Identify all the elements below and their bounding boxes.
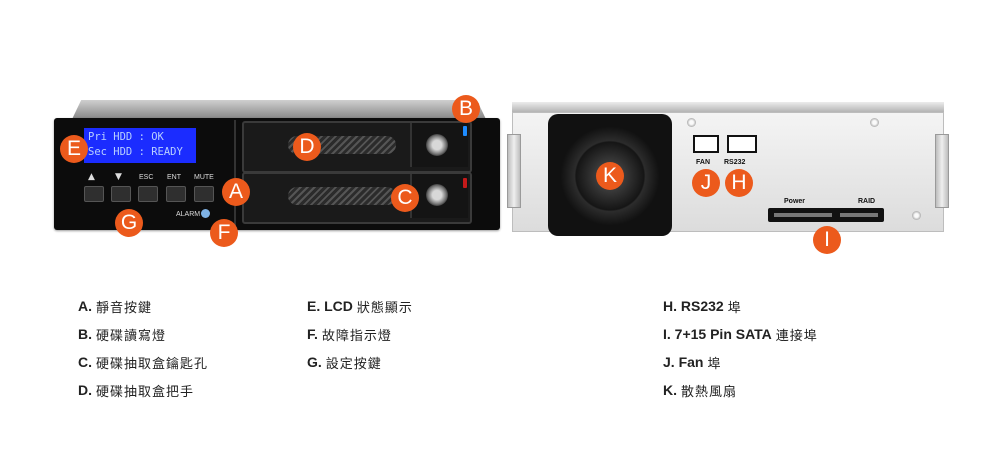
lcd-line-1: Pri HDD : OK [88, 131, 164, 143]
legend-key: H. RS232 [663, 298, 724, 314]
legend-text: 散熱風扇 [681, 384, 738, 400]
legend-column-3: H. RS232 埠 I. 7+15 Pin SATA 連接埠 J. Fan 埠… [663, 292, 818, 404]
rs232-port [727, 135, 757, 153]
legend-key: J. Fan [663, 354, 704, 370]
esc-label: ESC [139, 174, 154, 181]
legend-text: 設定按鍵 [325, 356, 382, 372]
keylock-secondary[interactable] [426, 184, 448, 206]
legend-text: 狀態顯示 [356, 300, 413, 316]
up-button[interactable] [84, 186, 104, 202]
screw-icon [870, 118, 879, 127]
legend-text: 埠 [707, 356, 722, 372]
marker-a: A [222, 178, 250, 206]
marker-b: B [452, 95, 480, 123]
legend-text: 硬碟抽取盒把手 [96, 384, 195, 400]
legend-key: I. 7+15 Pin SATA [663, 326, 772, 342]
screw-icon [912, 211, 921, 220]
legend-text: 硬碟抽取盒鑰匙孔 [96, 356, 209, 372]
legend-text: 硬碟讀寫燈 [96, 328, 167, 344]
lcd-line-2: Sec HDD : READY [88, 146, 183, 158]
lcd-display: Pri HDD : OK Sec HDD : READY [84, 128, 196, 163]
legend-column-1: A. 靜音按鍵 B. 硬碟讀寫燈 C. 硬碟抽取盒鑰匙孔 D. 硬碟抽取盒把手 [78, 292, 208, 404]
alarm-led [201, 209, 210, 218]
legend-text: 靜音按鍵 [96, 300, 153, 316]
mute-button[interactable] [194, 186, 214, 202]
legend-key: A. [78, 298, 92, 314]
legend-item-b: B. 硬碟讀寫燈 [78, 320, 208, 348]
front-chassis-top [72, 100, 486, 118]
legend-column-2: E. LCD 狀態顯示 F. 故障指示燈 G. 設定按鍵 [307, 292, 413, 376]
screw-icon [687, 118, 696, 127]
fan-port [693, 135, 719, 153]
ent-label: ENT [167, 174, 181, 181]
sata-power-slot [774, 213, 832, 217]
rear-chassis-top [512, 102, 944, 114]
legend-key: K. [663, 382, 677, 398]
legend-item-i: I. 7+15 Pin SATA 連接埠 [663, 320, 818, 348]
marker-e: E [60, 135, 88, 163]
legend-item-d: D. 硬碟抽取盒把手 [78, 376, 208, 404]
hdd-led-secondary [463, 178, 467, 188]
legend-item-h: H. RS232 埠 [663, 292, 818, 320]
marker-j: J [692, 169, 720, 197]
legend-key: C. [78, 354, 92, 370]
down-arrow-icon: ▼ [115, 172, 122, 182]
legend-text: 連接埠 [775, 328, 818, 344]
legend-key: G. [307, 354, 322, 370]
legend-key: B. [78, 326, 92, 342]
marker-c: C [391, 184, 419, 212]
legend-item-g: G. 設定按鍵 [307, 348, 413, 376]
up-arrow-icon: ▲ [88, 172, 95, 182]
marker-g: G [115, 209, 143, 237]
legend-text: 埠 [727, 300, 742, 316]
esc-button[interactable] [138, 186, 158, 202]
panel-divider [234, 120, 236, 228]
power-port-label: Power [784, 198, 806, 205]
legend-item-f: F. 故障指示燈 [307, 320, 413, 348]
mount-bracket-right [935, 134, 949, 208]
legend-item-a: A. 靜音按鍵 [78, 292, 208, 320]
rs232-port-label: RS232 [724, 159, 746, 166]
marker-f: F [210, 219, 238, 247]
legend-text: 故障指示燈 [321, 328, 392, 344]
marker-k: K [596, 162, 624, 190]
alarm-label: ALARM [176, 211, 201, 218]
raid-port-label: RAID [858, 198, 876, 205]
ent-button[interactable] [166, 186, 186, 202]
fan-port-label: FAN [696, 159, 710, 166]
legend-key: D. [78, 382, 92, 398]
marker-h: H [725, 169, 753, 197]
tray-handle-secondary[interactable] [288, 187, 396, 205]
legend-item-e: E. LCD 狀態顯示 [307, 292, 413, 320]
marker-d: D [293, 133, 321, 161]
legend-item-c: C. 硬碟抽取盒鑰匙孔 [78, 348, 208, 376]
legend-key: E. LCD [307, 298, 353, 314]
sata-data-slot [840, 213, 878, 217]
mute-label: MUTE [194, 174, 214, 181]
legend-item-k: K. 散熱風扇 [663, 376, 818, 404]
mount-bracket-left [507, 134, 521, 208]
hdd-led-primary [463, 126, 467, 136]
legend-key: F. [307, 326, 318, 342]
keylock-primary[interactable] [426, 134, 448, 156]
legend-item-j: J. Fan 埠 [663, 348, 818, 376]
marker-i: I [813, 226, 841, 254]
down-button[interactable] [111, 186, 131, 202]
